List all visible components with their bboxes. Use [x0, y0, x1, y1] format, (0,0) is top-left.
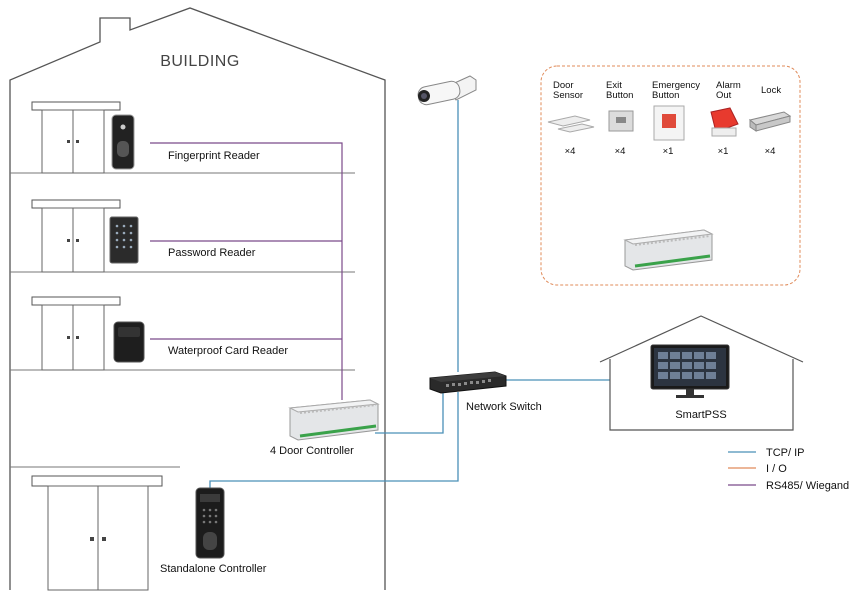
- io-item-lock: Lock ×4: [748, 85, 792, 157]
- door-sensor-icon: [547, 115, 595, 133]
- io-item-exit-button: Exit Button ×4: [606, 80, 634, 157]
- legend: TCP/ IP I / O RS485/ Wiegand: [728, 447, 849, 492]
- building-title: BUILDING: [160, 53, 240, 70]
- io-panel: Door Sensor ×4 Exit Button ×4 Emergency …: [540, 65, 801, 286]
- svg-text:Alarm: Alarm: [716, 80, 741, 91]
- io-item-door-sensor: Door Sensor ×4: [547, 80, 595, 157]
- wire-controller-switch: [375, 392, 444, 434]
- door-controller-label: 4 Door Controller: [270, 445, 354, 457]
- svg-text:Button: Button: [652, 90, 679, 101]
- svg-text:Sensor: Sensor: [553, 90, 583, 101]
- svg-text:Out: Out: [716, 90, 732, 101]
- standalone-controller: Standalone Controller: [160, 487, 267, 575]
- door-floor-2: [31, 199, 121, 273]
- magnetic-lock-icon: [748, 111, 792, 132]
- standalone-controller-label: Standalone Controller: [160, 563, 267, 575]
- standalone-fingerprint-icon: [203, 532, 217, 550]
- network-switch: Network Switch: [429, 371, 542, 413]
- door-controller: 4 Door Controller: [270, 399, 380, 457]
- door-ground-floor: [31, 475, 163, 591]
- camera-icon: [417, 75, 477, 106]
- password-reader-label: Password Reader: [168, 247, 256, 259]
- door-floor-1: [31, 101, 121, 174]
- svg-text:Exit: Exit: [606, 80, 622, 91]
- wire-fingerprint-reader: [150, 142, 343, 400]
- svg-text:I / O: I / O: [766, 463, 787, 475]
- legend-item-rs485-wiegand: RS485/ Wiegand: [728, 480, 849, 492]
- waterproof-card-reader: Waterproof Card Reader: [113, 321, 288, 363]
- io-item-emergency-button: Emergency Button ×1: [652, 80, 700, 157]
- legend-item-io: I / O: [728, 463, 787, 475]
- fingerprint-reader: Fingerprint Reader: [111, 114, 260, 170]
- svg-text:Emergency: Emergency: [652, 80, 700, 91]
- svg-text:Door: Door: [553, 80, 574, 91]
- svg-text:RS485/ Wiegand: RS485/ Wiegand: [766, 480, 849, 492]
- svg-text:×1: ×1: [718, 146, 729, 157]
- network-switch-label: Network Switch: [466, 401, 542, 413]
- io-panel-controller: [623, 229, 714, 271]
- svg-text:×1: ×1: [663, 146, 674, 157]
- emergency-button-icon: [653, 105, 685, 141]
- fingerprint-sensor-icon: [117, 141, 129, 157]
- password-reader: Password Reader: [109, 216, 256, 264]
- siren-icon: [710, 107, 739, 137]
- legend-item-tcp-ip: TCP/ IP: [728, 447, 805, 459]
- svg-text:×4: ×4: [765, 146, 776, 157]
- smartpss-station: SmartPSS: [599, 315, 804, 431]
- io-item-alarm-out: Alarm Out ×1: [710, 80, 741, 157]
- fingerprint-reader-label: Fingerprint Reader: [168, 150, 260, 162]
- card-reader-label: Waterproof Card Reader: [168, 345, 288, 357]
- wire-switch-standalone: [209, 392, 459, 490]
- exit-button-icon: [608, 110, 634, 132]
- svg-text:Button: Button: [606, 90, 633, 101]
- building: BUILDING: [9, 7, 386, 591]
- svg-text:TCP/ IP: TCP/ IP: [766, 447, 805, 459]
- svg-text:Lock: Lock: [761, 85, 781, 96]
- smartpss-label: SmartPSS: [675, 409, 726, 421]
- svg-text:×4: ×4: [615, 146, 626, 157]
- svg-text:×4: ×4: [565, 146, 576, 157]
- door-floor-3: [31, 296, 121, 371]
